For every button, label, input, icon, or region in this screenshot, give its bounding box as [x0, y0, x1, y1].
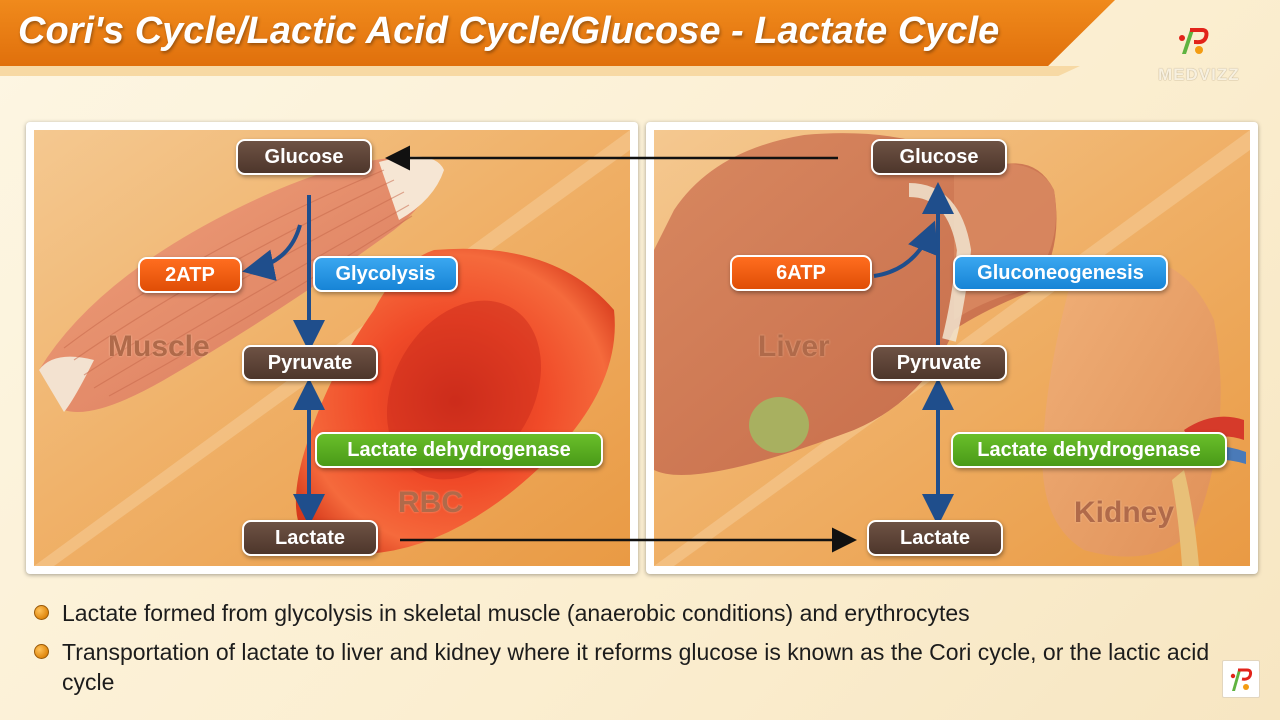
medvizz-logo-icon — [1179, 28, 1209, 54]
bullet-item: Lactate formed from glycolysis in skelet… — [34, 598, 1224, 628]
medvizz-logo: MEDVIZZ — [1158, 26, 1240, 85]
title-bar — [0, 0, 1115, 66]
title-bar-edge — [0, 66, 1080, 76]
muscle-atp-node: 2ATP — [138, 257, 242, 293]
muscle-glucose-node: Glucose — [236, 139, 372, 175]
bullet-item: Transportation of lactate to liver and k… — [34, 637, 1224, 697]
liver-glucose-node: Glucose — [871, 139, 1007, 175]
muscle-lactate-dehydrogenase-node: Lactate dehydrogenase — [315, 432, 603, 468]
bullet-list: Lactate formed from glycolysis in skelet… — [34, 598, 1224, 706]
bullet-dot-icon — [34, 605, 49, 620]
muscle-label: Muscle — [108, 330, 210, 363]
liver-lactate-node: Lactate — [867, 520, 1003, 556]
liver-pyruvate-node: Pyruvate — [871, 345, 1007, 381]
rbc-label: RBC — [398, 486, 463, 519]
muscle-pyruvate-node: Pyruvate — [242, 345, 378, 381]
muscle-lactate-node: Lactate — [242, 520, 378, 556]
bullet-dot-icon — [34, 644, 49, 659]
glycolysis-node: Glycolysis — [313, 256, 458, 292]
bullet-text: Transportation of lactate to liver and k… — [62, 639, 1210, 695]
medvizz-corner-icon — [1230, 668, 1253, 691]
page-title: Cori's Cycle/Lactic Acid Cycle/Glucose -… — [18, 10, 1000, 52]
rbc-shape — [295, 248, 615, 554]
liver-atp-node: 6ATP — [730, 255, 872, 291]
liver-lactate-dehydrogenase-node: Lactate dehydrogenase — [951, 432, 1227, 468]
gluconeogenesis-node: Gluconeogenesis — [953, 255, 1168, 291]
brand-name: MEDVIZZ — [1158, 65, 1240, 84]
liver-label: Liver — [758, 330, 830, 363]
gallbladder-shape — [749, 397, 809, 453]
bullet-text: Lactate formed from glycolysis in skelet… — [62, 600, 970, 626]
corner-logo — [1222, 660, 1260, 698]
kidney-label: Kidney — [1074, 496, 1175, 529]
